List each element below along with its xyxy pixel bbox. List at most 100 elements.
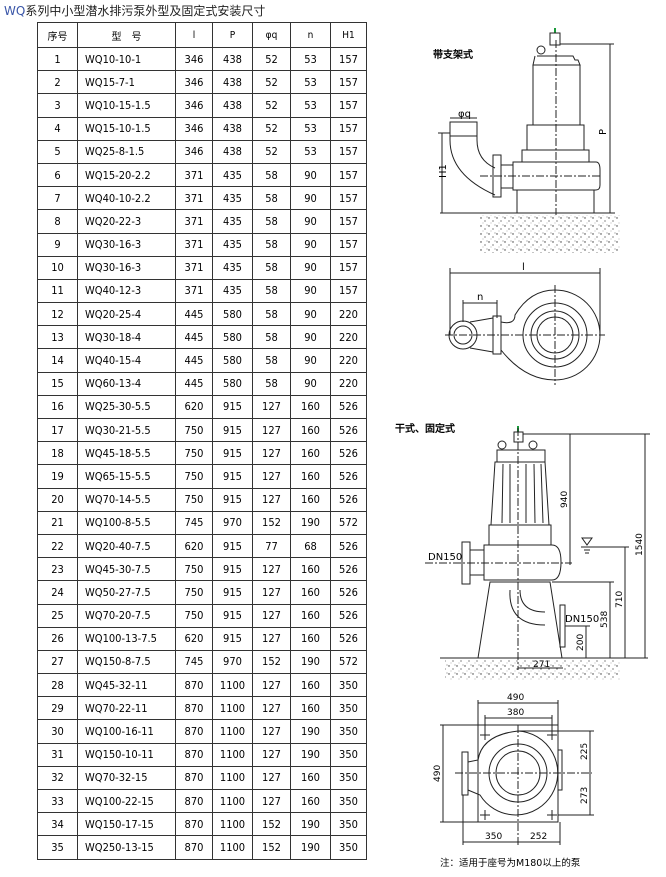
table-cell: WQ150-17-15 bbox=[77, 812, 176, 837]
svg-text:DN150: DN150 bbox=[565, 614, 599, 625]
column-header: 序号 bbox=[37, 22, 78, 48]
table-cell: 526 bbox=[330, 603, 367, 628]
table-cell: 350 bbox=[330, 788, 367, 814]
svg-text:490: 490 bbox=[433, 765, 443, 782]
table-cell: WQ65-15-5.5 bbox=[77, 464, 176, 489]
table-cell: 19 bbox=[37, 464, 78, 489]
table-cell: WQ100-13-7.5 bbox=[77, 626, 176, 651]
svg-text:1540: 1540 bbox=[635, 533, 645, 556]
table-cell: 526 bbox=[330, 533, 367, 559]
svg-text:273: 273 bbox=[580, 787, 590, 804]
table-cell: 58 bbox=[252, 209, 291, 234]
table-cell: WQ30-21-5.5 bbox=[77, 417, 176, 443]
table-cell: 58 bbox=[252, 232, 291, 257]
table-cell: 445 bbox=[175, 348, 213, 373]
table-cell: 620 bbox=[175, 626, 213, 651]
table-cell: 35 bbox=[37, 835, 78, 860]
table-cell: 4 bbox=[37, 116, 78, 141]
table-cell: 750 bbox=[175, 464, 213, 489]
table-cell: 435 bbox=[212, 209, 253, 234]
table-cell: 52 bbox=[252, 70, 291, 95]
table-cell: WQ20-22-3 bbox=[77, 209, 176, 234]
svg-text:n: n bbox=[477, 292, 483, 303]
table-cell: 160 bbox=[290, 464, 331, 489]
dry-fixed-label: 干式、固定式 bbox=[395, 422, 455, 435]
table-cell: WQ30-16-3 bbox=[77, 255, 176, 280]
svg-text:490: 490 bbox=[507, 693, 524, 703]
svg-text:P: P bbox=[598, 129, 609, 135]
table-cell: WQ100-16-11 bbox=[77, 719, 176, 744]
table-cell: 21 bbox=[37, 510, 78, 535]
table-cell: 526 bbox=[330, 557, 367, 582]
svg-text:252: 252 bbox=[530, 832, 547, 842]
table-cell: 157 bbox=[330, 162, 367, 188]
column-header: n bbox=[290, 22, 331, 48]
table-cell: 157 bbox=[330, 232, 367, 257]
dry-fixed-elevation: 干式、固定式 DN150 DN150 940 1540 710 538 200 … bbox=[395, 422, 650, 680]
table-cell: 160 bbox=[290, 580, 331, 605]
table-cell: 526 bbox=[330, 580, 367, 605]
table-cell: 220 bbox=[330, 325, 367, 350]
bracket-type-plan: l n bbox=[445, 262, 605, 385]
column-header: 型 号 bbox=[77, 22, 176, 48]
table-cell: WQ15-20-2.2 bbox=[77, 162, 176, 188]
table-cell: 127 bbox=[252, 626, 291, 651]
table-cell: WQ45-32-11 bbox=[77, 673, 176, 698]
svg-text:350: 350 bbox=[485, 832, 502, 842]
table-cell: WQ45-30-7.5 bbox=[77, 557, 176, 582]
table-cell: 371 bbox=[175, 186, 213, 211]
table-cell: 346 bbox=[175, 70, 213, 95]
table-cell: 152 bbox=[252, 835, 291, 860]
table-cell: 34 bbox=[37, 812, 78, 837]
table-cell: 20 bbox=[37, 487, 78, 512]
table-cell: 1 bbox=[37, 46, 78, 72]
table-cell: 1100 bbox=[212, 835, 253, 860]
table-cell: 127 bbox=[252, 441, 291, 466]
table-cell: 58 bbox=[252, 255, 291, 280]
svg-text:380: 380 bbox=[507, 708, 524, 718]
table-cell: 52 bbox=[252, 116, 291, 141]
table-cell: WQ150-8-7.5 bbox=[77, 649, 176, 675]
table-cell: 435 bbox=[212, 232, 253, 257]
table-cell: 17 bbox=[37, 417, 78, 443]
table-cell: 870 bbox=[175, 788, 213, 814]
table-cell: 127 bbox=[252, 557, 291, 582]
table-cell: WQ100-22-15 bbox=[77, 788, 176, 814]
table-cell: 870 bbox=[175, 673, 213, 698]
table-cell: 160 bbox=[290, 765, 331, 791]
svg-text:DN150: DN150 bbox=[428, 552, 462, 563]
table-cell: 160 bbox=[290, 626, 331, 651]
table-cell: WQ50-27-7.5 bbox=[77, 580, 176, 605]
table-cell: 13 bbox=[37, 325, 78, 350]
table-cell: 58 bbox=[252, 186, 291, 211]
table-cell: 53 bbox=[290, 93, 331, 118]
table-cell: 190 bbox=[290, 510, 331, 535]
table-cell: WQ25-8-1.5 bbox=[77, 139, 176, 164]
table-cell: 6 bbox=[37, 162, 78, 188]
table-cell: 3 bbox=[37, 93, 78, 118]
table-cell: 526 bbox=[330, 394, 367, 420]
table-cell: 190 bbox=[290, 812, 331, 837]
table-cell: 157 bbox=[330, 70, 367, 95]
table-cell: 1100 bbox=[212, 812, 253, 837]
table-cell: WQ10-10-1 bbox=[77, 46, 176, 72]
table-cell: 160 bbox=[290, 417, 331, 443]
table-cell: WQ15-7-1 bbox=[77, 70, 176, 95]
table-cell: 58 bbox=[252, 302, 291, 327]
svg-text:l: l bbox=[522, 262, 525, 273]
svg-text:271: 271 bbox=[533, 660, 550, 670]
svg-text:538: 538 bbox=[600, 611, 610, 628]
table-cell: 870 bbox=[175, 742, 213, 767]
